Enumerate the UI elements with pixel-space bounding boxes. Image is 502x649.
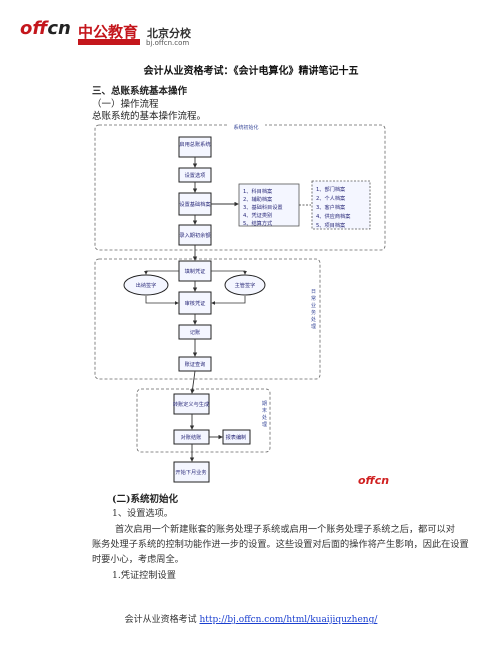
node-label-n2: 设置选项 [185,171,206,179]
group-period-end-label: 期末处理 [262,401,267,428]
paragraph-line-3: 时要小心，考虑周全。 [92,554,184,565]
archive-b-2: 2、个人档案 [316,194,346,202]
offcn-watermark: offcn [358,474,390,487]
node-supervisor-sign [224,274,266,296]
subsection-operation-flow: （一）操作流程 [92,99,159,110]
branch-name: 北京分校 [147,27,191,40]
node-label-n4: 录入期初余额 [179,231,211,239]
paragraph-line-2: 账务处理子系统的控制功能作进一步的设置。这些设置对后面的操作将产生影响，因此在设… [92,539,469,550]
group-period-end [136,388,271,453]
footer-link[interactable]: http://bj.offcn.com/html/kuaijiquzheng/ [199,615,378,625]
footer-label: 会计从业资格考试 [124,615,197,625]
paragraph-line-1: 首次启用一个新建账套的账务处理子系统或启用一个账务处理子系统之后，都可以对 [115,524,455,535]
archive-b-1: 1、部门档案 [316,185,346,193]
flowchart: 系统初始化 日常业务处理 期末处理 [94,123,386,483]
archive-a-1: 1、科目档案 [243,187,273,195]
node-report [222,429,251,445]
brand-url: bj.offcn.com [146,39,190,47]
item-set-options: 1、设置选项。 [112,508,173,519]
node-label-n5: 填制凭证 [185,267,206,275]
group-daily-business [94,258,321,380]
logo-mark: offcn [20,18,71,39]
brand-tagline [78,39,140,45]
archive-a-2: 2、辅助档案 [243,195,273,203]
node-label-n6: 出纳签字 [136,281,157,289]
archive-b-3: 3、客户档案 [316,203,346,211]
brand-name: 中公教育 [78,23,139,41]
node-label-n13: 报表编制 [226,433,247,441]
archive-a-5: 5、结算方式 [243,219,273,227]
archive-list-a [238,183,300,227]
subsection-system-init: (二)系统初始化 [112,494,178,505]
group-system-init-label: 系统初始化 [233,124,258,131]
archive-b-4: 4、供应商档案 [316,212,351,220]
node-label-n8: 主管签字 [235,281,256,289]
node-label-n1: 启用总账系统 [179,140,210,148]
archive-a-3: 3、基础科目设置 [243,203,283,211]
node-label-n12: 对账结账 [181,433,202,441]
archive-list-b [311,180,371,230]
node-next-month [173,461,210,483]
document-title: 会计从业资格考试：《会计电算化》精讲笔记十五 [143,66,359,77]
archive-b-5: 5、项目档案 [316,221,346,229]
node-label-n7: 审核凭证 [185,299,206,307]
node-cashier-sign [123,274,169,296]
node-label-n9: 记账 [190,328,200,336]
node-label-n14: 开始下月业务 [175,468,206,476]
flow-caption: 总账系统的基本操作流程。 [92,111,207,122]
section-heading: 三、总账系统基本操作 [92,86,188,97]
item-voucher-control: 1.凭证控制设置 [112,570,176,581]
archive-a-4: 4、凭证类别 [243,211,272,219]
node-label-n10: 账证查询 [185,360,206,368]
footer: 会计从业资格考试 http://bj.offcn.com/html/kuaiji… [0,612,502,625]
offcn-logo: offcn 中公教育 北京分校 bj.offcn.com [20,20,210,50]
node-transfer [173,393,210,415]
node-label-n3: 设置基础档案 [179,200,211,208]
node-label-n11: 转账定义与生成 [173,400,209,408]
group-daily-label: 日常业务处理 [311,289,316,330]
